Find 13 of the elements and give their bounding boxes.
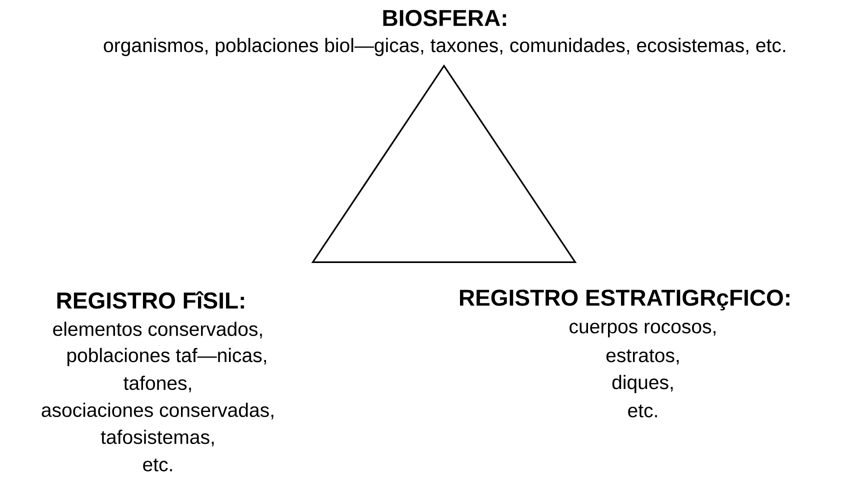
description-text: cuerpos rocosos, bbox=[570, 322, 716, 338]
description-text: asociaciones conservadas, bbox=[42, 402, 274, 420]
description-text: tafones, bbox=[124, 376, 191, 392]
description-text: etc. bbox=[143, 458, 172, 472]
heading: BIOSFERA: bbox=[383, 10, 506, 26]
description-text: estratos, bbox=[606, 349, 679, 365]
description-text: elementos conservados, bbox=[53, 322, 262, 338]
heading: REGISTRO FîSIL: bbox=[57, 291, 244, 309]
description-text: diques, bbox=[612, 374, 673, 394]
description-text: poblaciones taf—nicas, bbox=[67, 348, 266, 366]
description-text: etc. bbox=[628, 404, 657, 418]
description-text: tafosistemas, bbox=[100, 430, 214, 446]
heading: REGISTRO ESTRATIGRçFICO: bbox=[460, 290, 790, 310]
